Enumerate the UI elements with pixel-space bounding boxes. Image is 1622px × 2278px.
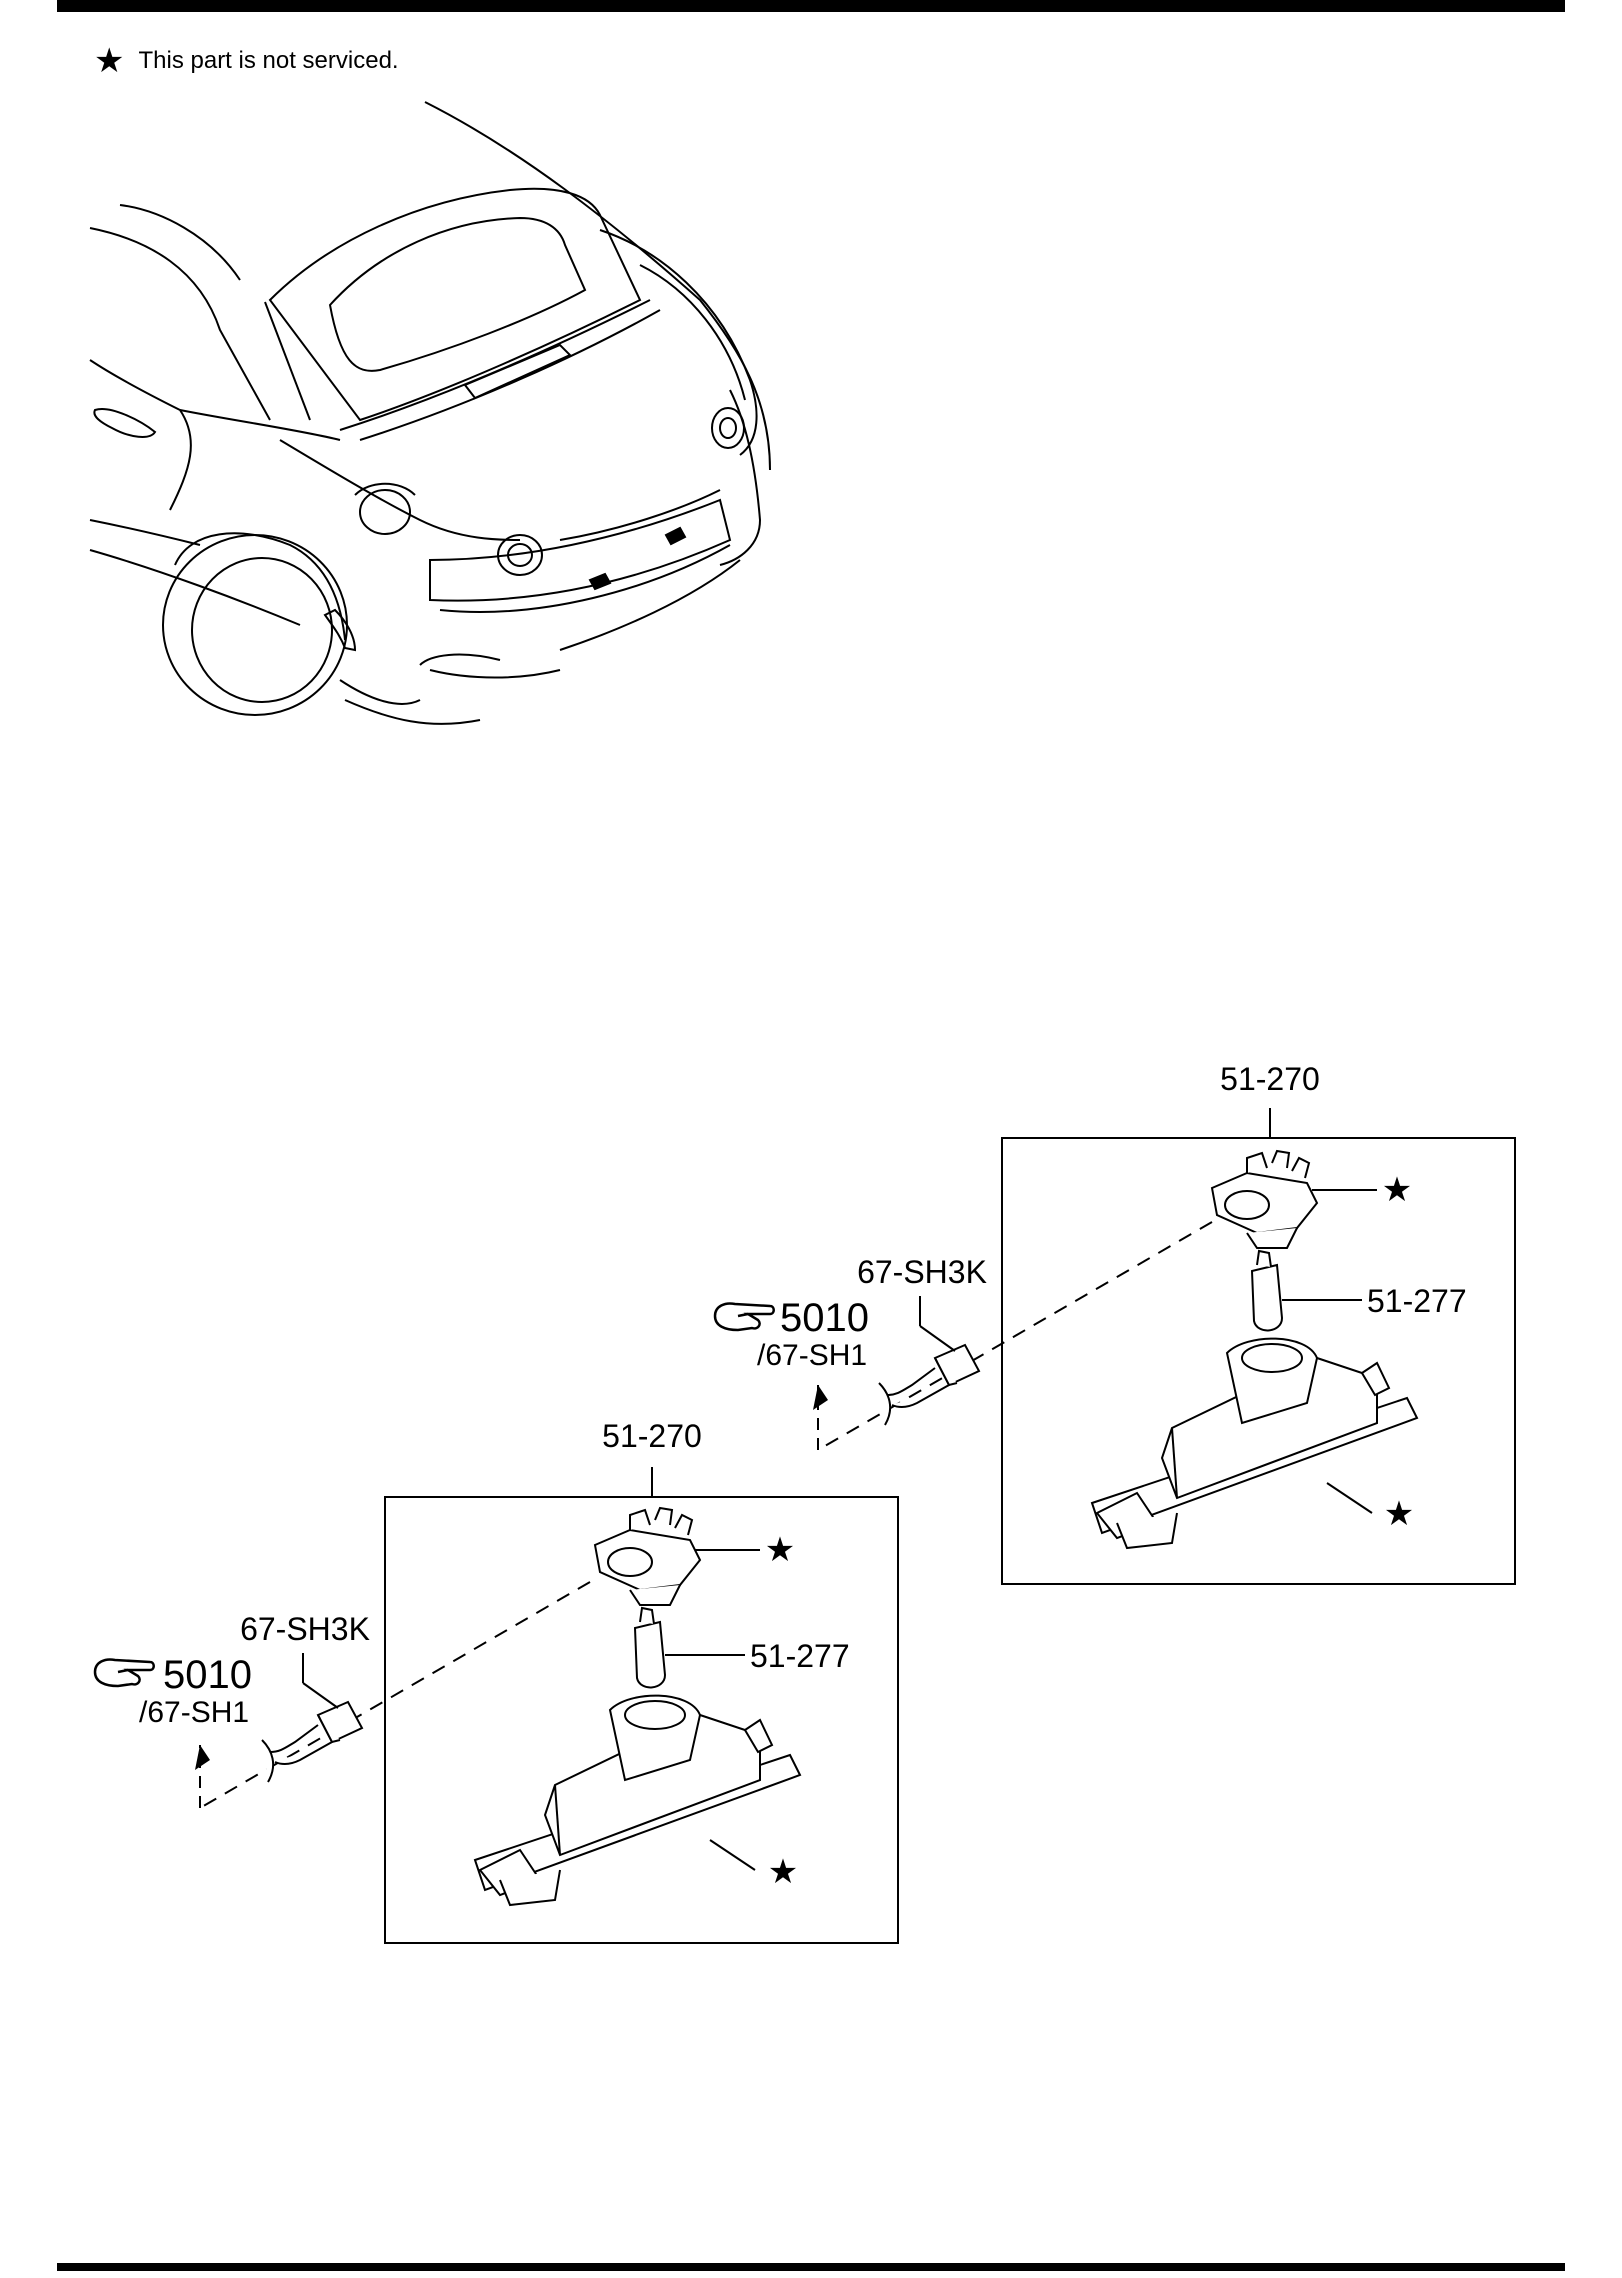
bottom-rule <box>57 2263 1565 2271</box>
bulb-part <box>1250 1249 1284 1332</box>
assembly-1-housing-mark: ★ <box>768 1853 798 1891</box>
top-rule <box>57 0 1565 12</box>
star-icon: ★ <box>94 42 125 80</box>
pointing-hand-icon <box>713 1302 775 1332</box>
assembly-2-reference-number: 5010 <box>780 1296 869 1340</box>
assembly-1-bulb-number: 51-277 <box>750 1638 850 1674</box>
assembly-1-reference-number: 5010 <box>163 1653 252 1697</box>
bulb-part <box>633 1606 667 1689</box>
assembly-2-socket-mark: ★ <box>1382 1171 1412 1209</box>
legend-note: ★ This part is not serviced. <box>94 44 399 78</box>
arrow-icon <box>195 1745 210 1770</box>
assembly-2: 51-270 ★ 51-277 <box>713 1061 1516 1585</box>
housing-part <box>473 1694 802 1907</box>
legend-text: This part is not serviced. <box>138 47 399 74</box>
assembly-2-housing-mark: ★ <box>1384 1495 1414 1533</box>
car-rear-illustration <box>89 101 771 725</box>
assembly-1-frame <box>384 1496 899 1944</box>
assembly-2-reference-sheet: /67-SH1 <box>757 1339 867 1372</box>
pointing-hand-icon <box>93 1658 155 1688</box>
assembly-2-frame <box>1001 1137 1516 1585</box>
assembly-1: 51-270 ★ 51-277 <box>93 1418 899 1944</box>
socket-part <box>593 1506 702 1606</box>
assembly-1-socket-mark: ★ <box>765 1531 795 1569</box>
socket-part <box>1210 1149 1319 1249</box>
assembly-1-part-number: 51-270 <box>602 1418 702 1454</box>
connector-part <box>261 1700 364 1783</box>
housing-part <box>1090 1337 1419 1550</box>
assembly-2-part-number: 51-270 <box>1220 1061 1320 1097</box>
connector-part <box>878 1343 981 1426</box>
assembly-1-reference-sheet: /67-SH1 <box>139 1696 249 1729</box>
assembly-2-bulb-number: 51-277 <box>1367 1283 1467 1319</box>
arrow-icon <box>813 1385 828 1410</box>
assembly-1-connector-number: 67-SH3K <box>240 1611 370 1647</box>
assembly-2-connector-number: 67-SH3K <box>857 1254 987 1290</box>
